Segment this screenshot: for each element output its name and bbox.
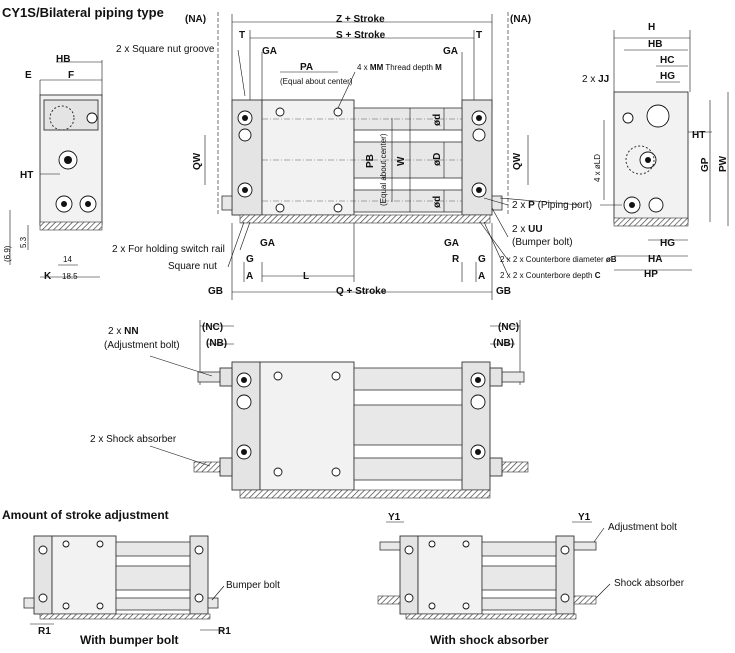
shock-absorber-view [377, 521, 611, 620]
h-label: H [648, 22, 655, 33]
shock-absorber-callout: Shock absorber [614, 578, 685, 589]
s-stroke-label: S + Stroke [336, 30, 386, 41]
square-nut-label: Square nut [168, 261, 217, 272]
a-right: A [478, 271, 485, 282]
pb-label: PB [365, 154, 376, 168]
jj-label: 2 x JJ [582, 74, 609, 85]
hg-top-label: HG [660, 71, 675, 82]
p-piping-port-label: 2 x P (Piping port) [512, 200, 592, 211]
nb-left: (NB) [206, 338, 227, 349]
nc-left: (NC) [202, 322, 223, 333]
main-top-view [204, 12, 581, 300]
ld-label: 4 x øLD [593, 154, 602, 182]
ga-bottom-right: GA [444, 238, 459, 249]
w-label: W [396, 156, 407, 166]
hb-right-label: HB [648, 39, 662, 50]
switch-rail-label: 2 x For holding switch rail [112, 244, 225, 255]
nc-right: (NC) [498, 322, 519, 333]
g-left: G [246, 254, 254, 265]
bumper-caption: With bumper bolt [80, 633, 179, 647]
ha-label: HA [648, 254, 662, 265]
pa-note: (Equal about center) [280, 77, 353, 86]
pb-note: (Equal about center) [379, 133, 388, 206]
shock-caption: With shock absorber [430, 633, 549, 647]
na-left: (NA) [185, 14, 206, 25]
pa-label: PA [300, 62, 313, 73]
right-end-view [600, 30, 729, 271]
left-end-view: HB E F HT (6.9) 5.3 14 K 18.5 [3, 54, 103, 282]
bumper-bolt-note: (Bumper bolt) [512, 237, 573, 248]
f-label: F [68, 70, 74, 81]
gb-left: GB [208, 286, 223, 297]
k-label: K [44, 271, 52, 282]
stroke-adjustment-heading: Amount of stroke adjustment [2, 508, 169, 522]
switch-rail [239, 214, 491, 224]
ht-right-label: HT [692, 130, 705, 141]
od-top: ød [432, 114, 443, 126]
q-stroke-label: Q + Stroke [336, 286, 387, 297]
square-nut-groove-label: 2 x Square nut groove [116, 44, 215, 55]
adjustment-view [149, 320, 529, 499]
y1-left: Y1 [388, 512, 401, 523]
pw-label: PW [718, 155, 729, 172]
mm-thread-label: 4 x MM Thread depth M [357, 63, 442, 72]
bumper-bolt-view [23, 535, 225, 631]
dim-14: 14 [63, 255, 72, 264]
hb-label: HB [56, 54, 70, 65]
od-bottom: ød [432, 196, 443, 208]
shock-absorber-label: 2 x Shock absorber [90, 434, 177, 445]
qw-right: QW [512, 152, 523, 170]
od-center: øD [432, 153, 443, 166]
g-right: G [478, 254, 486, 265]
hc-label: HC [660, 55, 674, 66]
dim-6-9: (6.9) [3, 245, 12, 262]
nb-right: (NB) [493, 338, 514, 349]
y1-right: Y1 [578, 512, 591, 523]
hp-label: HP [644, 269, 658, 280]
counterbore-depth-label: 2 x 2 x Counterbore depth C [500, 271, 601, 280]
r1-right: R1 [218, 626, 231, 637]
na-right: (NA) [510, 14, 531, 25]
ga-bottom-left: GA [260, 238, 275, 249]
adjustment-bolt-note: (Adjustment bolt) [104, 340, 180, 351]
r1-left: R1 [38, 626, 51, 637]
nn-label: 2 x NN [108, 326, 139, 337]
t-right: T [476, 30, 482, 41]
a-left: A [246, 271, 253, 282]
adjustment-bolt-label: Adjustment bolt [608, 522, 677, 533]
l-label: L [303, 271, 309, 282]
e-label: E [25, 70, 32, 81]
hg-bottom-label: HG [660, 238, 675, 249]
qw-left: QW [192, 152, 203, 170]
dim-18-5: 18.5 [62, 272, 78, 281]
gb-right: GB [496, 286, 511, 297]
ga-top-left: GA [262, 46, 277, 57]
gp-label: GP [700, 157, 711, 172]
diagram-title: CY1S/Bilateral piping type [2, 5, 164, 20]
ht-label-left: HT [20, 170, 33, 181]
uu-label: 2 x UU [512, 224, 543, 235]
counterbore-diameter-label: 2 x 2 x Counterbore diameter øB [500, 255, 617, 264]
ga-top-right: GA [443, 46, 458, 57]
slide-table [261, 99, 355, 216]
r-label: R [452, 254, 460, 265]
bumper-bolt-label: Bumper bolt [226, 580, 280, 591]
t-left: T [239, 30, 245, 41]
dim-5-3: 5.3 [19, 236, 28, 248]
z-stroke-label: Z + Stroke [336, 14, 385, 25]
